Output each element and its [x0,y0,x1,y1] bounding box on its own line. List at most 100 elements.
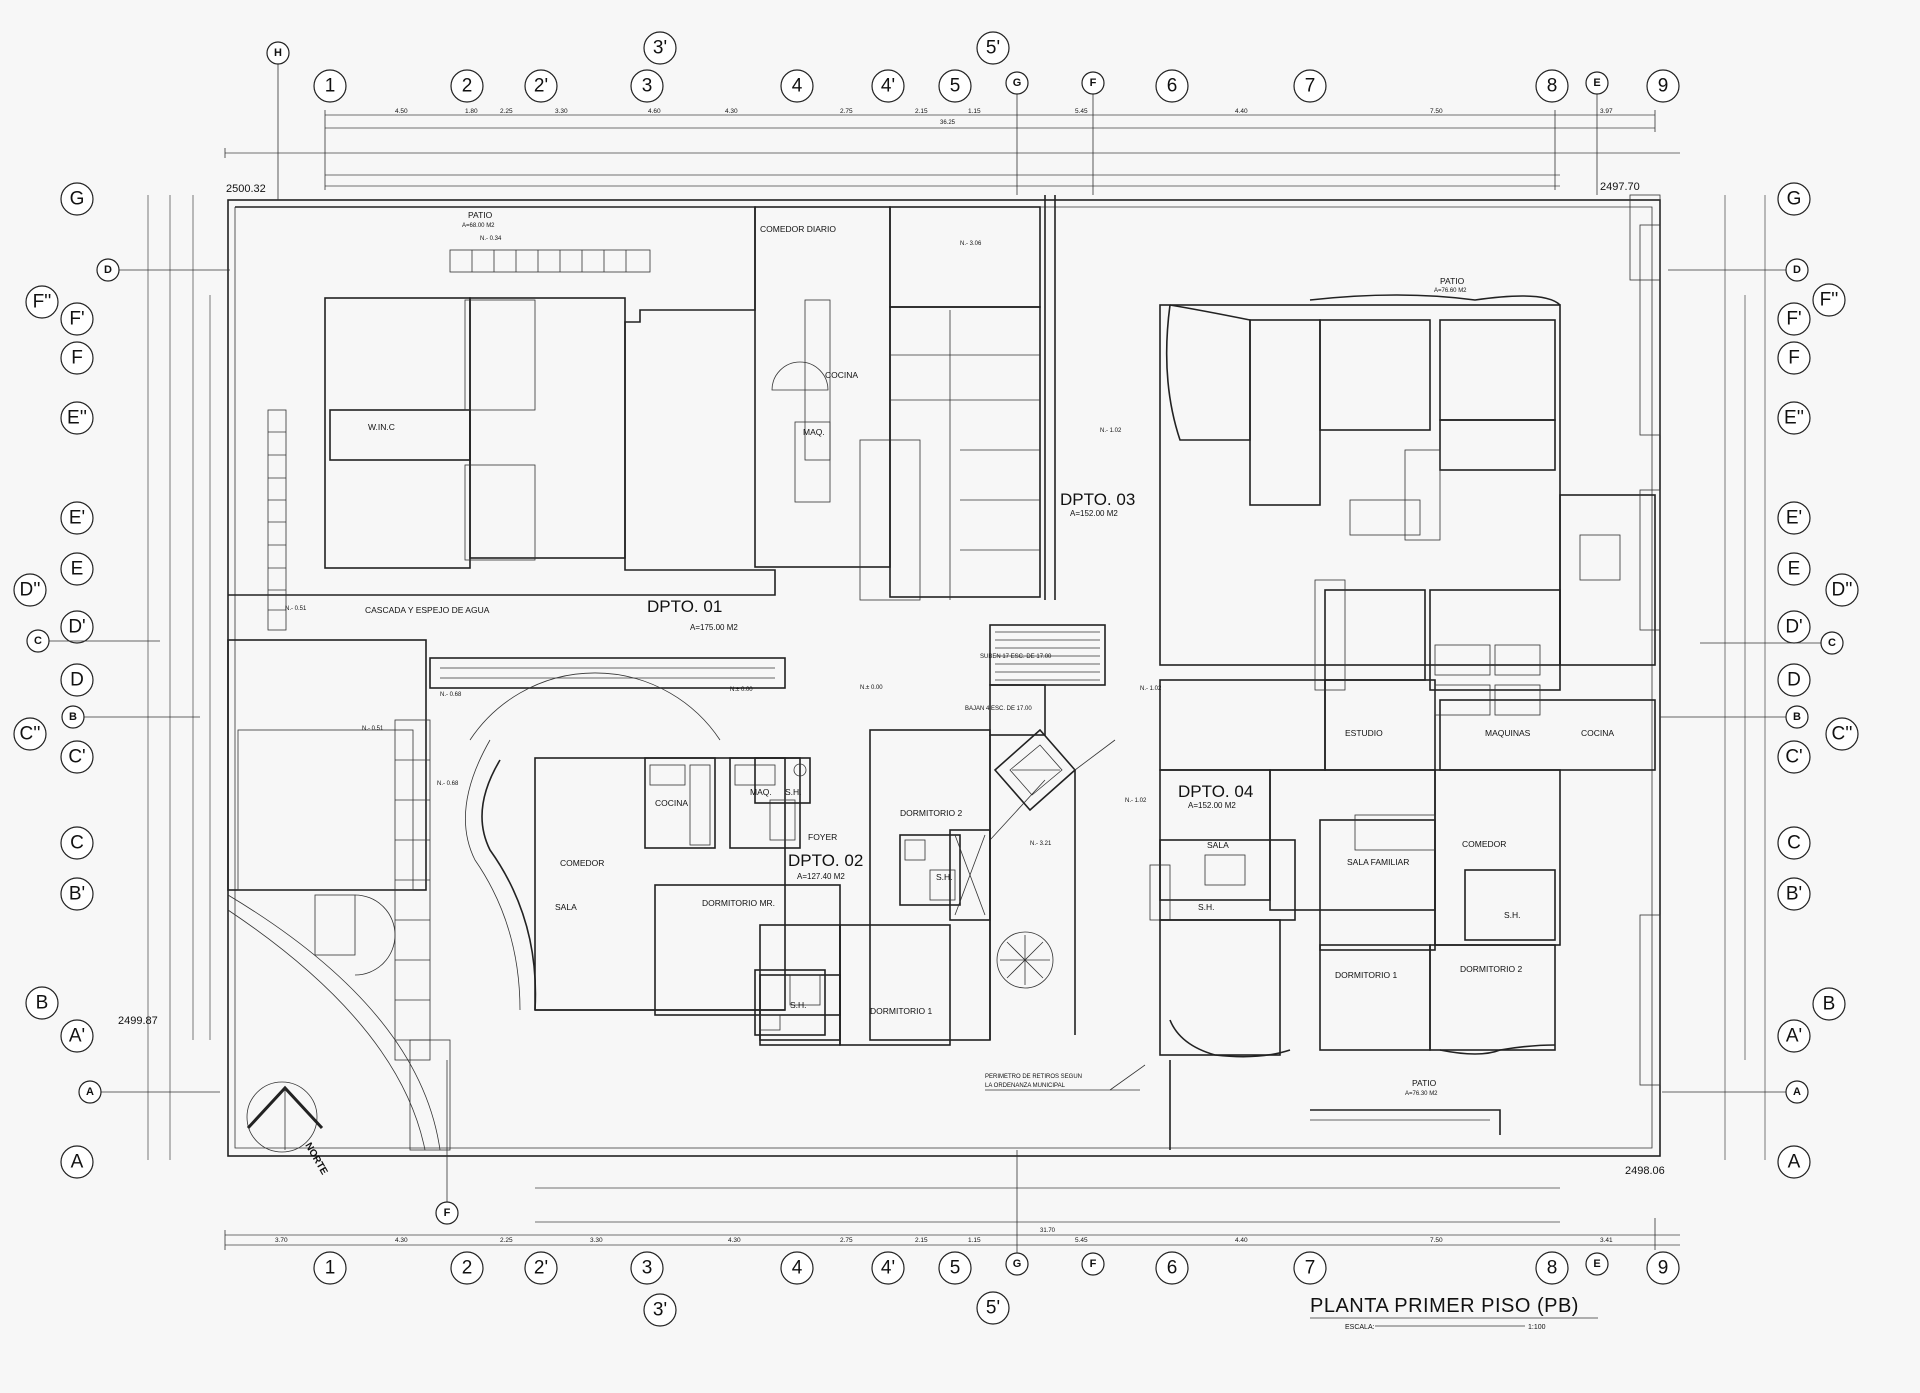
section-marker-c-right: C [1820,631,1844,655]
level-label: N.- 1.02 [1125,798,1147,804]
svg-text:C'': C'' [20,724,41,745]
svg-text:2': 2' [534,76,548,97]
level-label: N.± 0.00 [730,687,753,693]
bottom-dim: 3.41 [1600,1237,1613,1244]
notes: SUBEN 17 ESC. DE 17.00 BAJAN 4 ESC. DE 1… [965,654,1082,1089]
apartment-area: A=152.00 M2 [1070,509,1118,518]
grid-row-bubble: A' [60,1019,94,1053]
svg-text:5': 5' [986,1298,1000,1319]
grid-row-bubble: B [25,986,59,1020]
room-area: A=76.60 M2 [1434,288,1467,294]
svg-text:F: F [1090,77,1097,89]
grid-row-bubble: D' [60,610,94,644]
svg-text:8: 8 [1547,76,1558,97]
room-label: S.H. [1198,902,1215,912]
room-label: COCINA [655,798,688,808]
room-area: A=68.00 M2 [462,223,495,229]
svg-text:B: B [1823,994,1836,1015]
svg-text:G: G [70,189,85,210]
level-label: N.- 0.51 [362,726,384,732]
room-label: PATIO [468,210,493,220]
top-dim: 3.30 [555,108,568,115]
room-label: DORMITORIO MR. [702,898,775,908]
svg-text:G: G [1787,189,1802,210]
bottom-dim: 7.50 [1430,1237,1443,1244]
grid-bubble-top: 4 [780,69,814,103]
elevation-bottom-right: 2498.06 [1625,1165,1665,1177]
room-label: PATIO [1412,1078,1437,1088]
svg-text:F'': F'' [1820,290,1839,311]
grid-bubble-bottom-extra: 5' [976,1291,1010,1325]
svg-text:C: C [1828,637,1836,649]
grid-row-bubble: C' [1777,740,1811,774]
grid-row-bubble: D [1777,663,1811,697]
bottom-dim: 4.40 [1235,1237,1248,1244]
section-marker-b-left: B [61,705,85,729]
section-marker-d-left: D [96,258,120,282]
level-label: N.- 1.02 [1100,428,1122,434]
svg-text:D': D' [68,617,85,638]
level-labels: N.- 3.06 N.- 1.02 N.- 0.51 N.- 0.51 N.- … [285,241,1162,847]
svg-text:9: 9 [1658,76,1669,97]
elevation-labels: 2500.32 2497.70 2499.87 2498.06 [118,181,1665,1177]
room-label: SALA FAMILIAR [1347,857,1409,867]
svg-text:C: C [1787,833,1801,854]
elevation-top-left: 2500.32 [226,183,266,195]
top-dim: 1.15 [968,108,981,115]
apartment-name: DPTO. 01 [647,597,722,616]
grid-bubble-bottom: 7 [1293,1251,1327,1285]
svg-text:F': F' [69,309,84,330]
svg-text:8: 8 [1547,1258,1558,1279]
section-marker-e-top: E [1585,71,1609,95]
grid-row-bubble: E'' [60,401,94,435]
apartment-name: DPTO. 04 [1178,782,1253,801]
svg-text:H: H [274,47,282,59]
grid-bubble-top: 4' [871,69,905,103]
top-dim: 7.50 [1430,108,1443,115]
svg-text:C': C' [68,747,85,768]
room-label: S.H. [785,787,802,797]
top-dim: 4.60 [648,108,661,115]
level-label: N.- 3.21 [1030,841,1052,847]
room-label: ESTUDIO [1345,728,1383,738]
grid-rows-right: G F'' F' F E'' E' E D'' D' D C'' C' C B'… [1777,182,1859,1179]
room-label: DORMITORIO 1 [1335,970,1397,980]
svg-text:4': 4' [881,76,895,97]
bottom-dim: 5.45 [1075,1237,1088,1244]
svg-text:3': 3' [653,1300,667,1321]
room-label: DORMITORIO 1 [870,1006,932,1016]
svg-text:E': E' [69,508,85,529]
grid-bubble-top: 1 [313,69,347,103]
room-label: SALA [1207,840,1229,850]
grid-row-bubble: E'' [1777,401,1811,435]
section-marker-g-top: G [1005,71,1029,95]
section-marker-h: H [266,41,290,65]
room-label: S.H. [1504,910,1521,920]
grid-row-bubble: A [1777,1145,1811,1179]
grid-rows-left: G F'' F' F E'' E' E D'' D' D C'' C' C B'… [13,182,94,1179]
grid-bubble-bottom: 3 [630,1251,664,1285]
level-label: N.- 0.51 [285,606,307,612]
level-label: N.- 3.06 [960,241,982,247]
svg-text:5: 5 [950,76,961,97]
grid-row-bubble: E [1777,552,1811,586]
svg-text:E: E [1593,1258,1600,1270]
bottom-dim: 3.30 [590,1237,603,1244]
side-dimension-lines [147,195,1766,1160]
grid-row-bubble: F'' [25,285,59,319]
level-label: N.- 0.68 [437,781,459,787]
svg-text:E'': E'' [1784,408,1804,429]
room-label: COMEDOR DIARIO [760,224,836,234]
grid-bubble-top: 9 [1646,69,1680,103]
top-overall-dimension: 36.25 [940,120,956,126]
stairs-up-note: SUBEN 17 ESC. DE 17.00 [980,654,1052,660]
grid-bubble-top: 3 [630,69,664,103]
drawing-title: PLANTA PRIMER PISO (PB) [1310,1295,1579,1317]
grid-bubble-bottom: 5 [938,1251,972,1285]
svg-text:D: D [70,670,84,691]
room-label: PATIO [1440,276,1465,286]
elevation-bottom-left: 2499.87 [118,1015,158,1027]
room-label: MAQ. [803,427,825,437]
section-marker-b-right: B [1785,705,1809,729]
